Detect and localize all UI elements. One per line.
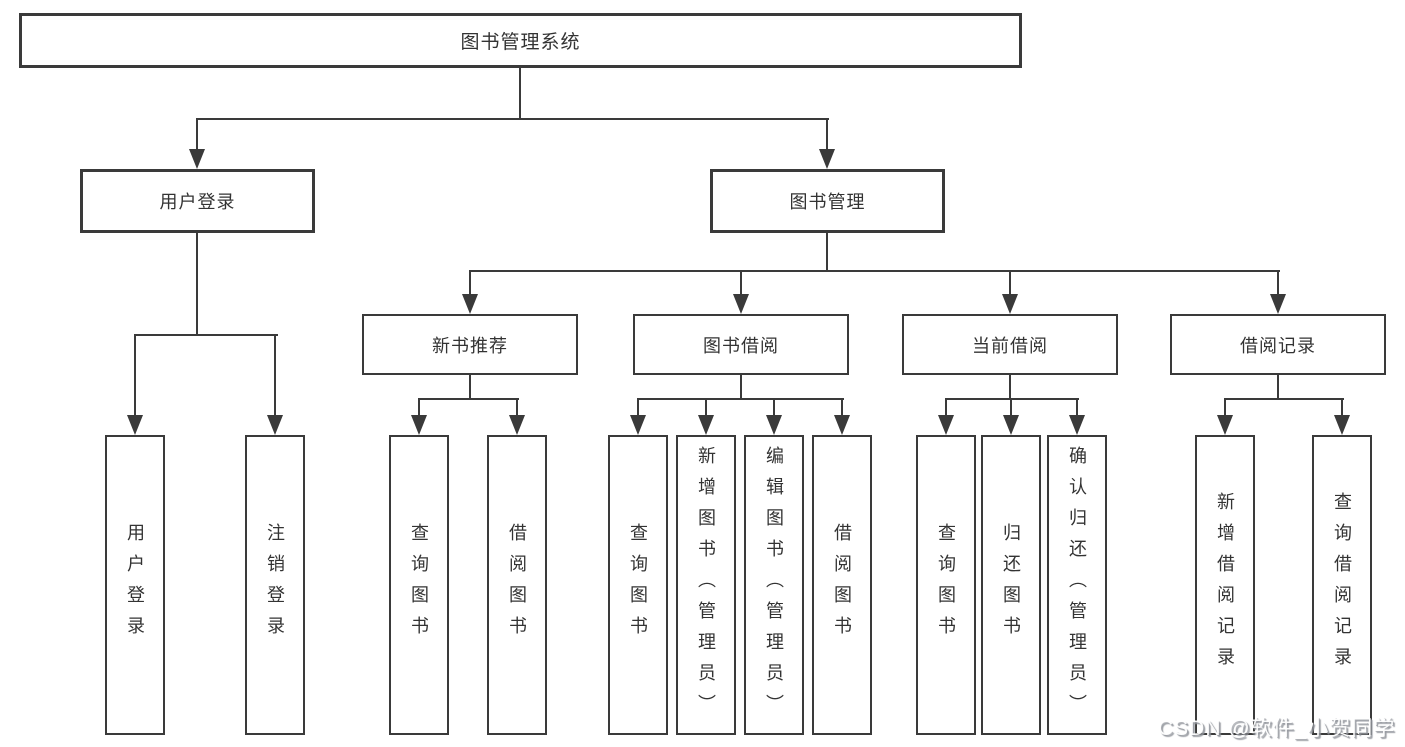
node-borrow-records: 借阅记录 <box>1170 314 1386 375</box>
arrowhead-icon <box>267 415 283 435</box>
node-current-borrow-label: 当前借阅 <box>972 335 1048 356</box>
connector-line <box>773 398 775 417</box>
node-user-login-label: 用户登录 <box>159 192 236 212</box>
connector-line <box>134 334 136 418</box>
node-root-label: 图书管理系统 <box>460 32 581 53</box>
node-new-book-recommend: 新书推荐 <box>362 314 578 375</box>
connector-line <box>274 334 276 418</box>
leaf-nbr-borrow-books-label: 借阅图书 <box>507 523 527 647</box>
connector-line <box>1010 398 1012 417</box>
arrowhead-icon <box>1217 415 1233 435</box>
leaf-br-add-record: 新增借阅记录 <box>1195 435 1255 735</box>
leaf-cb-confirm-return-admin: 确认归还（管理员） <box>1047 435 1107 735</box>
connector-line <box>134 334 278 336</box>
arrowhead-icon <box>630 415 646 435</box>
arrowhead-icon <box>1069 415 1085 435</box>
watermark: CSDN @软件_小贺同学 <box>1158 717 1396 740</box>
connector-line <box>1009 270 1011 296</box>
connector-line <box>469 270 1280 272</box>
arrowhead-icon <box>733 294 749 314</box>
leaf-bb-query-books-label: 查询图书 <box>628 523 648 647</box>
node-current-borrow: 当前借阅 <box>902 314 1118 375</box>
leaf-cb-return-books: 归还图书 <box>981 435 1041 735</box>
leaf-cb-return-books-label: 归还图书 <box>1001 523 1021 647</box>
arrowhead-icon <box>1002 294 1018 314</box>
connector-line <box>418 398 519 400</box>
arrowhead-icon <box>938 415 954 435</box>
leaf-logout: 注销登录 <box>245 435 305 735</box>
leaf-user-login: 用户登录 <box>105 435 165 735</box>
connector-line <box>945 398 1079 400</box>
arrowhead-icon <box>127 415 143 435</box>
arrowhead-icon <box>1003 415 1019 435</box>
leaf-user-login-label: 用户登录 <box>125 523 145 647</box>
connector-line <box>469 375 471 400</box>
leaf-br-add-record-label: 新增借阅记录 <box>1215 492 1235 678</box>
connector-line <box>826 118 828 152</box>
leaf-br-query-record-label: 查询借阅记录 <box>1332 492 1352 678</box>
leaf-nbr-query-books: 查询图书 <box>389 435 449 735</box>
node-book-management: 图书管理 <box>710 169 945 233</box>
arrowhead-icon <box>1334 415 1350 435</box>
connector-line <box>740 375 742 400</box>
connector-line <box>418 398 420 417</box>
leaf-bb-borrow-books-label: 借阅图书 <box>832 523 852 647</box>
node-new-book-recommend-label: 新书推荐 <box>432 335 508 356</box>
connector-line <box>1341 398 1343 417</box>
connector-line <box>637 398 639 417</box>
node-book-borrow-label: 图书借阅 <box>703 335 779 356</box>
arrowhead-icon <box>766 415 782 435</box>
leaf-cb-confirm-return-admin-label: 确认归还（管理员） <box>1067 445 1087 725</box>
leaf-bb-add-books-admin: 新增图书（管理员） <box>676 435 736 735</box>
connector-line <box>1277 375 1279 400</box>
leaf-cb-query-books-label: 查询图书 <box>936 523 956 647</box>
node-book-management-label: 图书管理 <box>789 192 866 212</box>
connector-line <box>196 118 198 152</box>
connector-line <box>1224 398 1344 400</box>
arrowhead-icon <box>819 149 835 169</box>
node-root-system: 图书管理系统 <box>19 13 1022 68</box>
leaf-bb-edit-books-admin: 编辑图书（管理员） <box>744 435 804 735</box>
connector-line <box>945 398 947 417</box>
connector-line <box>841 398 843 417</box>
connector-line <box>196 233 198 336</box>
node-borrow-records-label: 借阅记录 <box>1240 335 1316 356</box>
leaf-nbr-borrow-books: 借阅图书 <box>487 435 547 735</box>
arrowhead-icon <box>411 415 427 435</box>
connector-line <box>826 233 828 272</box>
connector-line <box>519 68 521 119</box>
leaf-nbr-query-books-label: 查询图书 <box>409 523 429 647</box>
leaf-logout-label: 注销登录 <box>265 523 285 647</box>
node-user-login: 用户登录 <box>80 169 315 233</box>
connector-line <box>637 398 844 400</box>
leaf-bb-add-books-admin-label: 新增图书（管理员） <box>696 445 716 725</box>
leaf-br-query-record: 查询借阅记录 <box>1312 435 1372 735</box>
connector-line <box>516 398 518 417</box>
arrowhead-icon <box>1270 294 1286 314</box>
arrowhead-icon <box>189 149 205 169</box>
arrowhead-icon <box>698 415 714 435</box>
leaf-cb-query-books: 查询图书 <box>916 435 976 735</box>
connector-line <box>1224 398 1226 417</box>
arrowhead-icon <box>462 294 478 314</box>
connector-line <box>705 398 707 417</box>
arrowhead-icon <box>509 415 525 435</box>
connector-line <box>196 118 829 120</box>
connector-line <box>1076 398 1078 417</box>
connector-line <box>469 270 471 296</box>
node-book-borrow: 图书借阅 <box>633 314 849 375</box>
connector-line <box>1277 270 1279 296</box>
connector-line <box>740 270 742 296</box>
leaf-bb-edit-books-admin-label: 编辑图书（管理员） <box>764 445 784 725</box>
leaf-bb-borrow-books: 借阅图书 <box>812 435 872 735</box>
connector-line <box>1009 375 1011 400</box>
leaf-bb-query-books: 查询图书 <box>608 435 668 735</box>
arrowhead-icon <box>834 415 850 435</box>
